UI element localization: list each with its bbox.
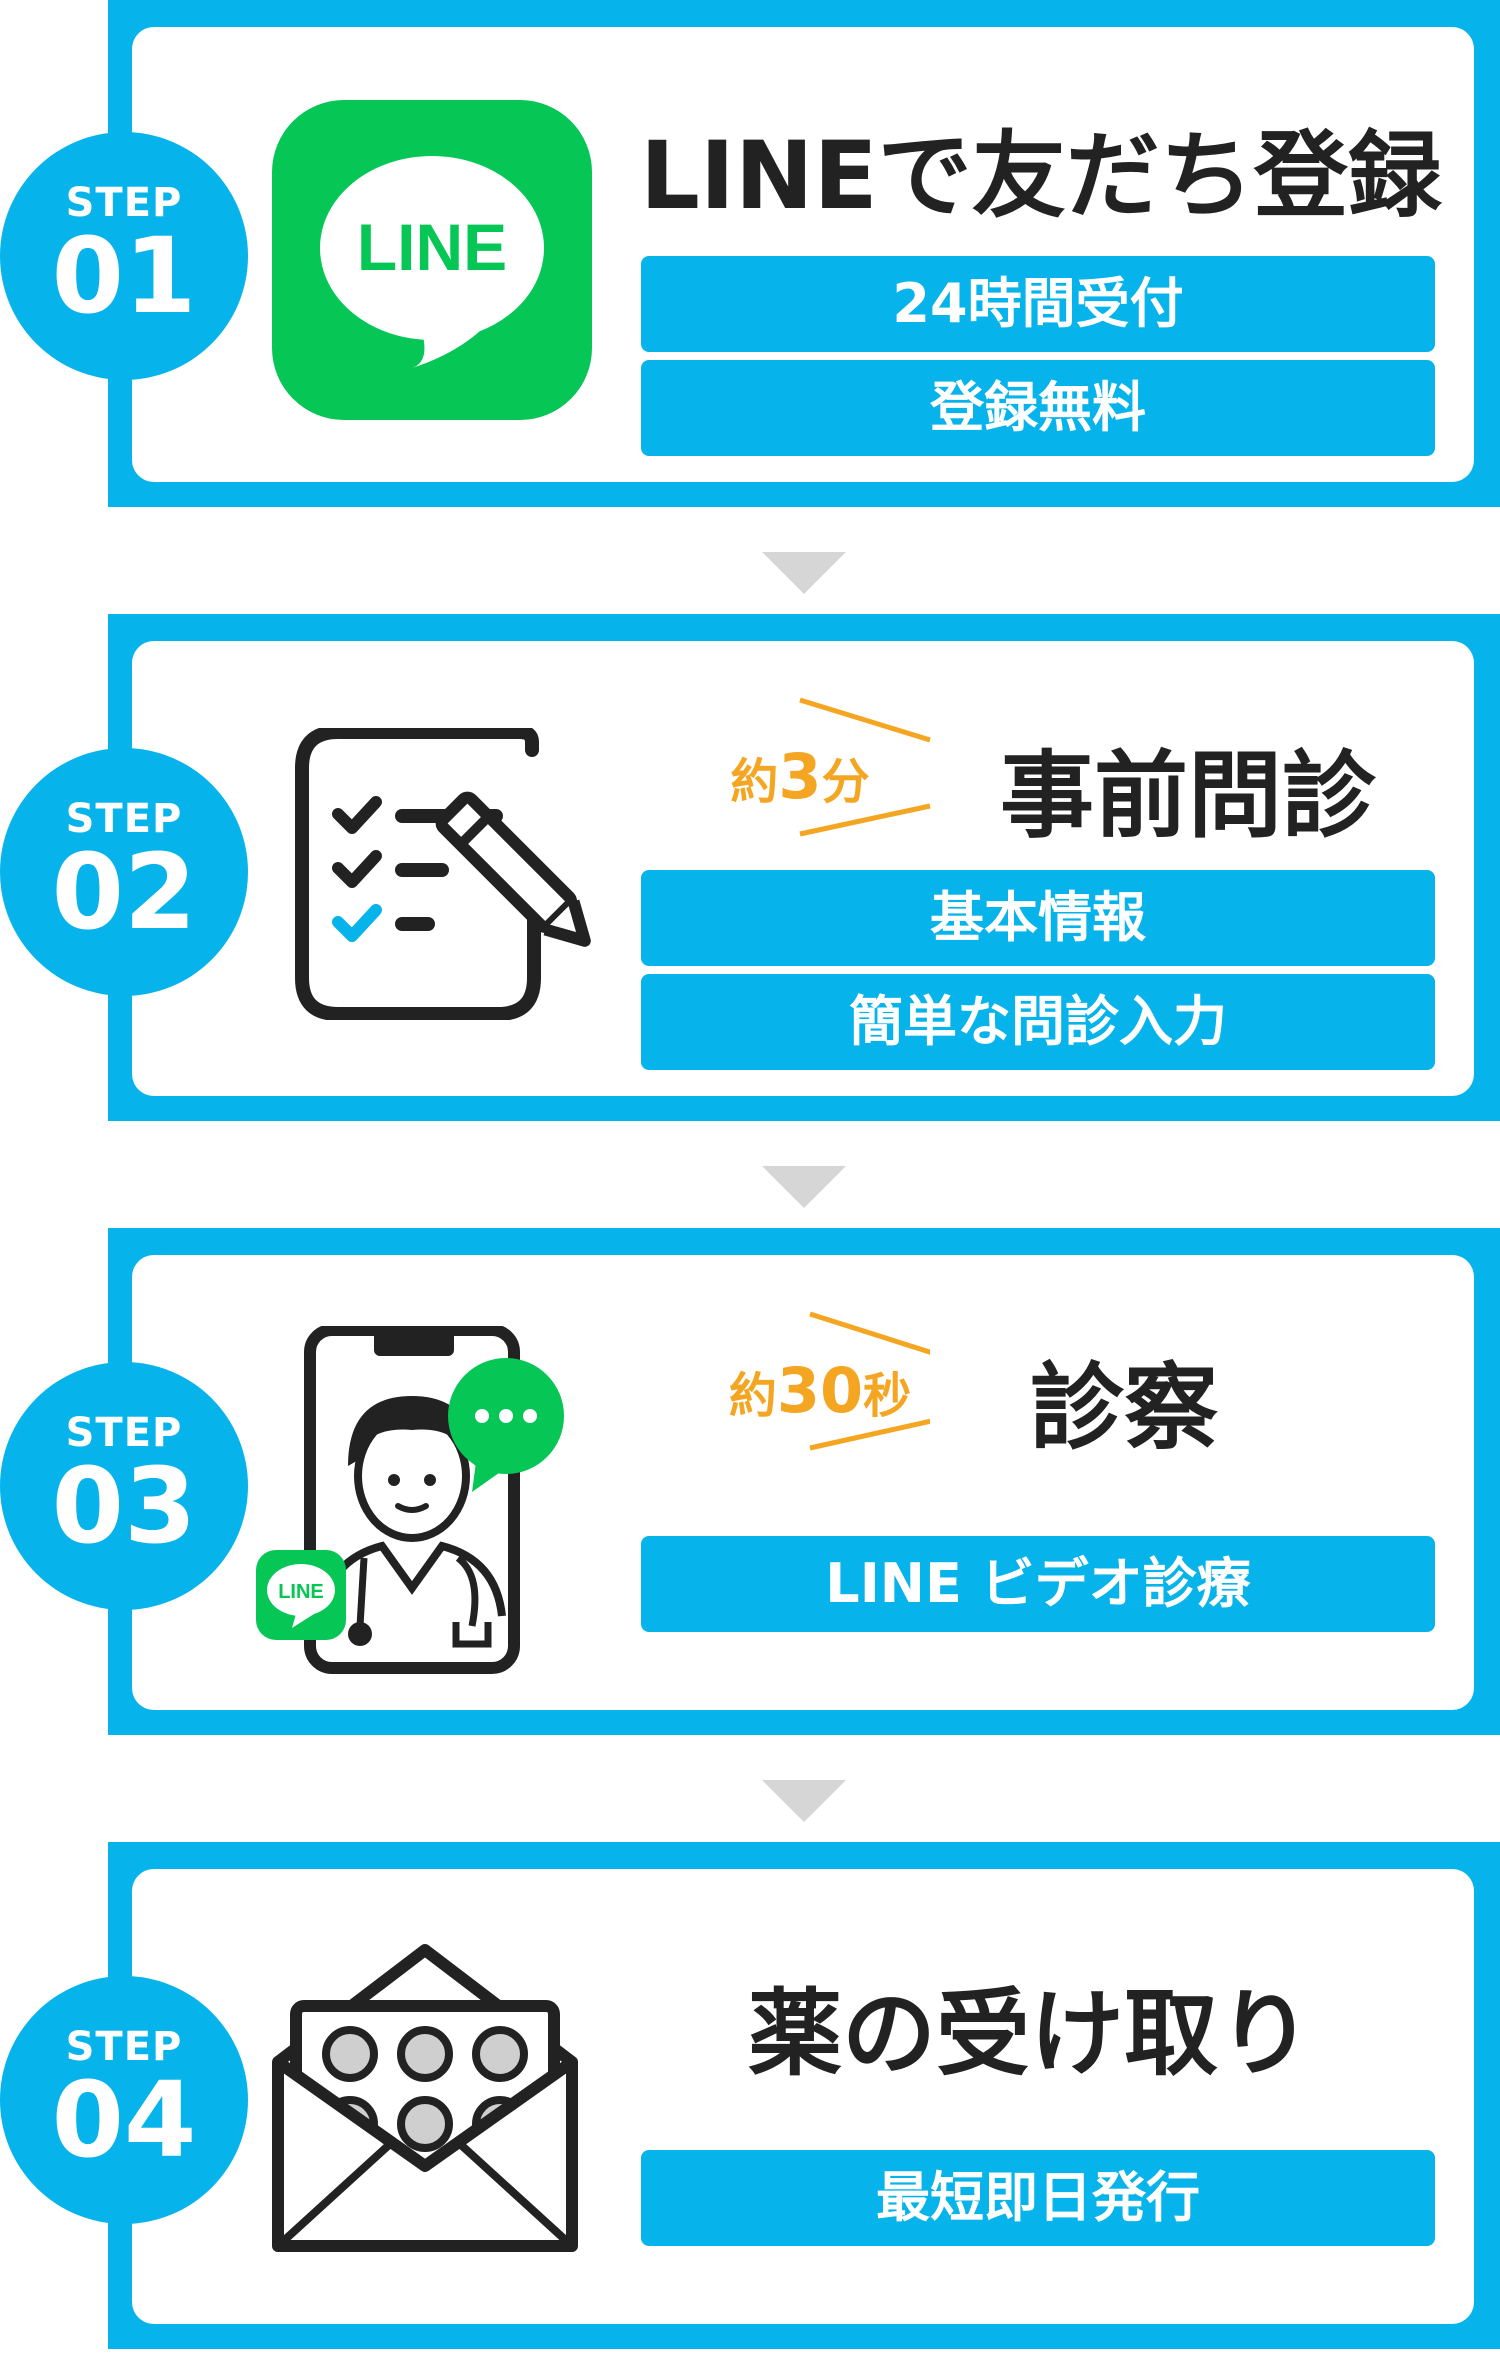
step-3-time-badge: 約30秒 [690, 1310, 930, 1460]
step-number: 03 [51, 1445, 197, 1567]
line-logo-text: LINE [357, 210, 507, 284]
step-1-feature-1: 24時間受付 [641, 256, 1435, 352]
step-label: STEP [65, 2024, 183, 2070]
down-arrow-1 [762, 552, 846, 594]
line-badge-text: LINE [278, 1581, 324, 1603]
doctor-video-call-icon: LINE [252, 1324, 582, 1676]
step-2-feature-1: 基本情報 [641, 870, 1435, 966]
step-2-time-badge: 約3分 [700, 696, 940, 846]
checklist-pencil-icon [292, 725, 612, 1021]
step-number: 01 [51, 215, 197, 337]
time-estimate: 約3分 [730, 740, 870, 813]
step-number: 02 [51, 831, 197, 953]
step-2-feature-2: 簡単な問診入力 [641, 974, 1435, 1070]
time-estimate: 約30秒 [728, 1354, 912, 1427]
step-1-title: LINEで友だち登録 [640, 122, 1442, 231]
step-4-feature-1: 最短即日発行 [641, 2150, 1435, 2246]
step-1-feature-2: 登録無料 [641, 360, 1435, 456]
down-arrow-3 [762, 1780, 846, 1822]
step-badge-3: STEP 03 [0, 1362, 248, 1610]
step-badge-2: STEP 02 [0, 748, 248, 996]
step-4-title: 薬の受け取り [748, 1980, 1313, 2089]
step-label: STEP [65, 796, 183, 842]
step-number: 04 [51, 2059, 197, 2181]
medicine-envelope-icon [270, 1944, 580, 2254]
step-badge-4: STEP 04 [0, 1976, 248, 2224]
step-2-title: 事前問診 [1000, 742, 1377, 851]
line-app-icon: LINE [272, 100, 592, 420]
step-label: STEP [65, 1410, 183, 1456]
step-label: STEP [65, 180, 183, 226]
step-3-title: 診察 [1030, 1354, 1219, 1463]
step-badge-1: STEP 01 [0, 132, 248, 380]
down-arrow-2 [762, 1166, 846, 1208]
step-3-feature-1: LINE ビデオ診療 [641, 1536, 1435, 1632]
